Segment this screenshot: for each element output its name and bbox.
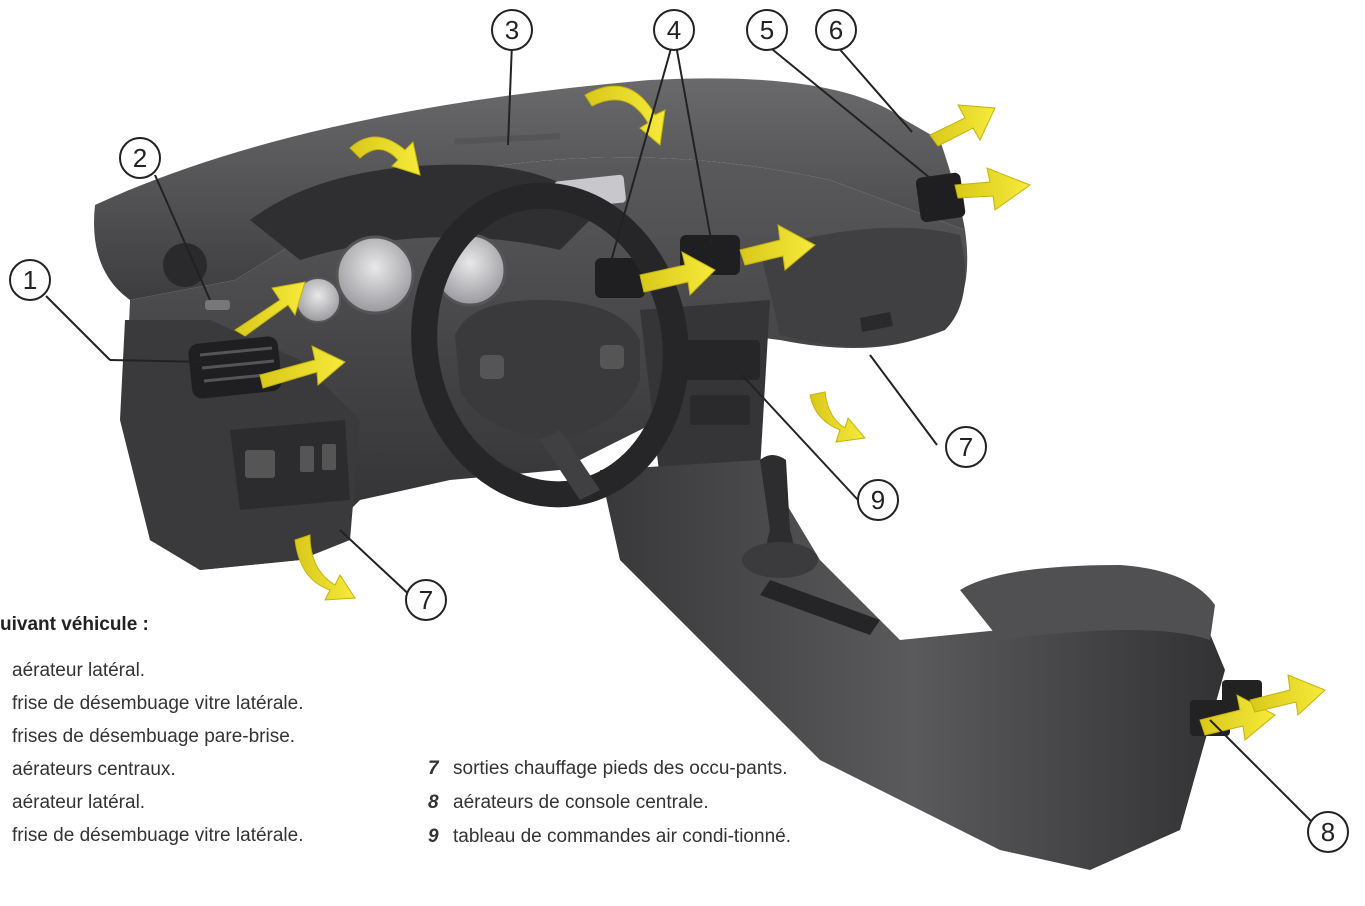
svg-text:4: 4 <box>667 15 681 45</box>
legend-item: frise de désembuage vitre latérale. <box>12 825 304 846</box>
leader-lines <box>45 42 1321 831</box>
legend-item: frises de désembuage pare-brise. <box>12 726 296 747</box>
svg-text:8: 8 <box>1321 817 1335 847</box>
legend-text: sorties chauffage pieds des occu-pants. <box>453 758 788 779</box>
legend-right-list: 7 sorties chauffage pieds des occu-pants… <box>428 756 868 858</box>
airflow-arrow-icon <box>929 104 996 147</box>
side-vent-left <box>188 336 282 399</box>
callout-3: 3 <box>491 9 533 51</box>
svg-text:3: 3 <box>505 15 519 45</box>
armrest <box>960 565 1215 640</box>
airflow-arrow-icon <box>809 391 866 443</box>
callout-1: 1 <box>9 259 51 301</box>
airflow-arrow-icon <box>584 85 666 146</box>
legend-item: 7 sorties chauffage pieds des occu-pants… <box>428 756 868 781</box>
legend-item: 8 aérateurs de console centrale. <box>428 790 868 815</box>
airflow-arrow-icon <box>954 167 1032 211</box>
steering-wheel-hub <box>455 300 640 440</box>
callout-8: 8 <box>1307 811 1349 853</box>
legend-text: aérateurs de console centrale. <box>453 792 709 813</box>
airflow-arrow-icon <box>234 281 306 337</box>
airflow-arrow-icon <box>349 136 421 176</box>
callout-4: 4 <box>653 9 695 51</box>
svg-text:6: 6 <box>829 15 843 45</box>
legend-item: frise de désembuage vitre latérale. <box>12 693 304 714</box>
glovebox <box>760 227 965 347</box>
callout-9: 9 <box>857 479 899 521</box>
climate-control-panel <box>680 340 760 380</box>
callout-5: 5 <box>746 9 788 51</box>
airflow-arrow-icon <box>1249 674 1326 717</box>
legend-text: tableau de commandes air condi-tionné. <box>453 826 791 847</box>
legend-number: 8 <box>428 792 439 813</box>
callout-7-right: 7 <box>945 426 987 468</box>
svg-text:7: 7 <box>419 585 433 615</box>
callout-2: 2 <box>119 137 161 179</box>
svg-text:5: 5 <box>760 15 774 45</box>
callout-7-left: 7 <box>405 579 447 621</box>
airflow-arrow-icon <box>259 345 346 389</box>
airflow-arrow-icon <box>739 224 816 271</box>
legend-item: aérateur latéral. <box>12 792 146 813</box>
legend-left-list: aérateur latéral. frise de désembuage vi… <box>12 654 412 852</box>
dashboard-top <box>94 78 965 300</box>
svg-text:1: 1 <box>23 265 37 295</box>
legend-number: 9 <box>428 826 439 847</box>
airflow-arrow-icon <box>294 534 356 601</box>
legend-item: aérateur latéral. <box>12 660 146 681</box>
gear-shift <box>760 455 794 570</box>
svg-text:9: 9 <box>871 485 885 515</box>
legend-number: 7 <box>428 758 439 779</box>
legend-item: 9 tableau de commandes air condi-tionné. <box>428 824 868 849</box>
svg-text:2: 2 <box>133 143 147 173</box>
legend-item: aérateurs centraux. <box>12 759 176 780</box>
airflow-arrow-icon <box>639 251 716 297</box>
svg-text:7: 7 <box>959 432 973 462</box>
side-vent-right <box>915 172 966 223</box>
legend-title: uivant véhicule : <box>0 614 149 635</box>
speedometer-gauge <box>335 235 415 315</box>
callout-6: 6 <box>815 9 857 51</box>
center-vent-left <box>595 258 645 298</box>
